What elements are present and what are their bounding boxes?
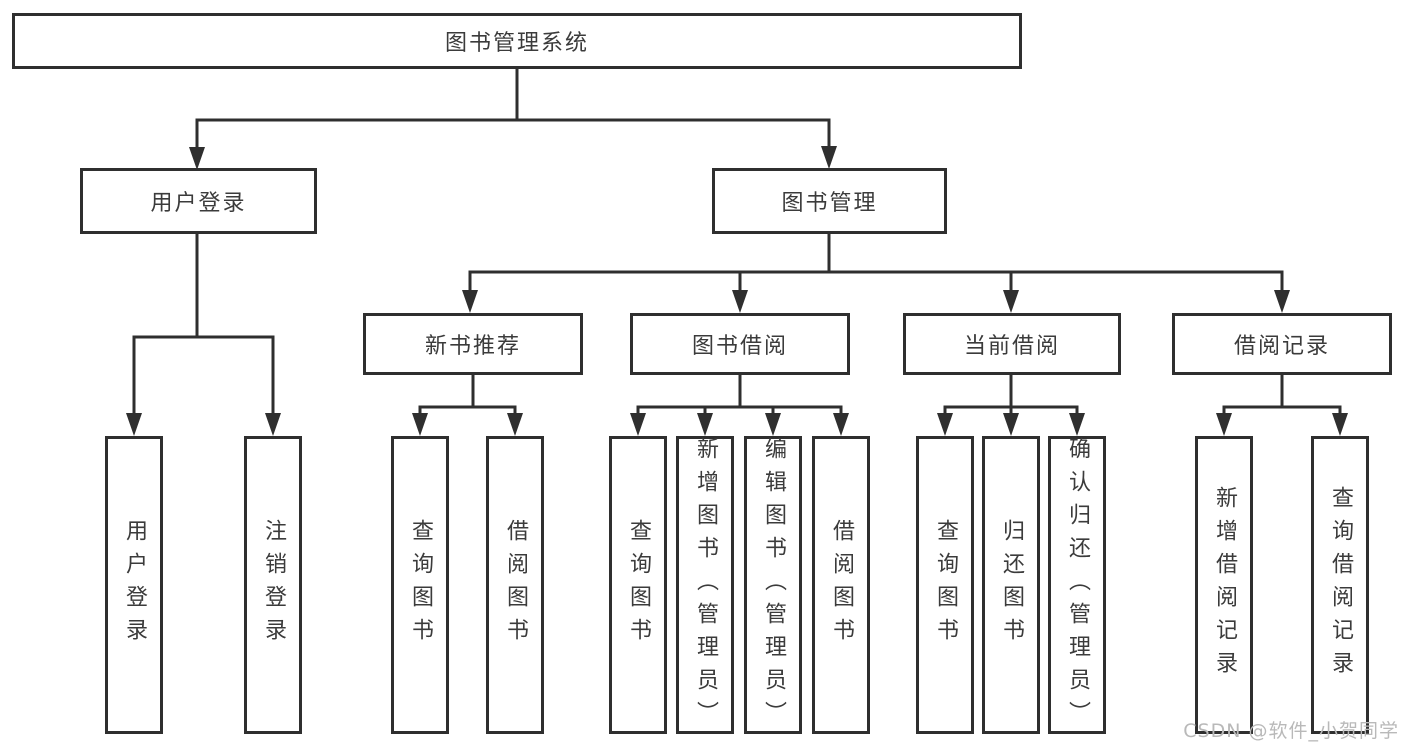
node-book-management: 图书管理	[712, 168, 947, 234]
leaf-label: 编辑图书（管理员）	[761, 436, 786, 734]
node-label: 图书借阅	[691, 334, 788, 359]
leaf-add-borrow-record: 新增借阅记录	[1195, 436, 1253, 734]
leaf-label: 查询图书	[408, 519, 433, 651]
leaf-label: 新增借阅记录	[1212, 486, 1237, 684]
node-current-borrowing: 当前借阅	[903, 313, 1121, 375]
leaf-user-login: 用户登录	[105, 436, 163, 734]
node-label: 图书管理	[781, 191, 878, 216]
leaf-label: 借阅图书	[503, 519, 528, 651]
leaf-query-books-current: 查询图书	[916, 436, 974, 734]
node-label: 当前借阅	[963, 334, 1060, 359]
leaf-label: 注销登录	[261, 519, 286, 651]
node-borrowing-records: 借阅记录	[1172, 313, 1392, 375]
leaf-label: 查询借阅记录	[1328, 486, 1353, 684]
leaf-edit-book-admin: 编辑图书（管理员）	[744, 436, 802, 734]
leaf-confirm-return-admin: 确认归还（管理员）	[1048, 436, 1106, 734]
leaf-query-borrow-record: 查询借阅记录	[1311, 436, 1369, 734]
leaf-query-books-borrow: 查询图书	[609, 436, 667, 734]
leaf-borrow-books-recommend: 借阅图书	[486, 436, 544, 734]
node-user-login: 用户登录	[80, 168, 317, 234]
node-label: 图书管理系统	[444, 31, 589, 56]
leaf-label: 借阅图书	[829, 519, 854, 651]
leaf-label: 查询图书	[933, 519, 958, 651]
leaf-query-books-recommend: 查询图书	[391, 436, 449, 734]
node-new-book-recommendation: 新书推荐	[363, 313, 583, 375]
leaf-label: 查询图书	[626, 519, 651, 651]
leaf-add-book-admin: 新增图书（管理员）	[676, 436, 734, 734]
leaf-label: 确认归还（管理员）	[1065, 436, 1090, 734]
node-label: 新书推荐	[424, 334, 521, 359]
node-label: 用户登录	[150, 191, 247, 216]
leaf-return-book: 归还图书	[982, 436, 1040, 734]
leaf-label: 新增图书（管理员）	[693, 436, 718, 734]
leaf-label: 用户登录	[122, 519, 147, 651]
node-book-borrowing: 图书借阅	[630, 313, 850, 375]
csdn-watermark: CSDN @软件_小贺同学	[1183, 720, 1399, 742]
leaf-label: 归还图书	[999, 519, 1024, 651]
node-library-management-system: 图书管理系统	[12, 13, 1022, 69]
leaf-logout: 注销登录	[244, 436, 302, 734]
node-label: 借阅记录	[1233, 334, 1330, 359]
leaf-borrow-books: 借阅图书	[812, 436, 870, 734]
